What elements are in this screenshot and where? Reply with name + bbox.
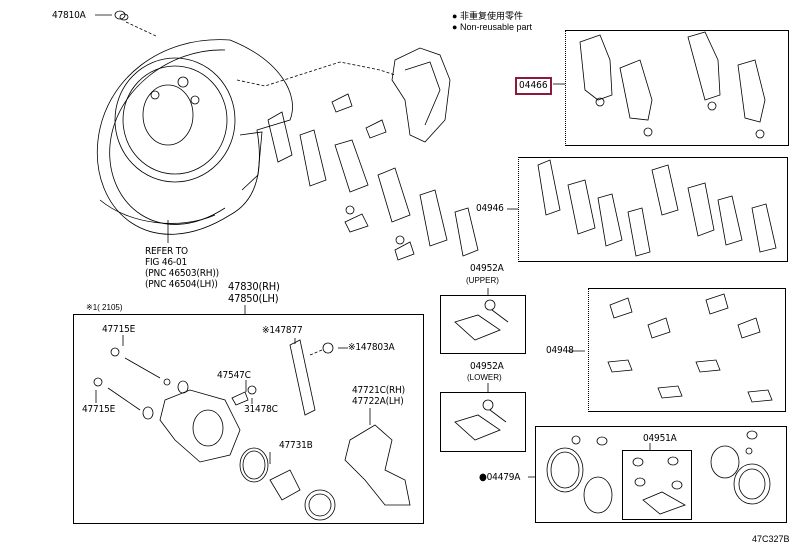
refer-to-line-3[interactable]: (PNC 46503(RH)) xyxy=(145,268,219,279)
bullet-icon: ● xyxy=(452,22,458,32)
part-label-04948[interactable]: 04948 xyxy=(546,345,574,356)
part-label-47547C[interactable]: 47547C xyxy=(217,370,251,381)
clip-kit-box-04948 xyxy=(588,288,786,412)
sub-kit-box-04951A xyxy=(622,450,692,520)
caliper-kit-drawing xyxy=(93,339,411,521)
part-label-04951A[interactable]: 04951A xyxy=(643,433,677,444)
part-label-47850[interactable]: 47850(LH) xyxy=(228,292,279,305)
04479A-kit-drawing xyxy=(546,430,771,515)
part-label-47810A[interactable]: 47810A xyxy=(52,10,86,21)
part-label-04466-highlighted[interactable]: 04466 xyxy=(515,77,552,95)
part-label-47715E-top[interactable]: 47715E xyxy=(102,324,136,335)
pad-kit-box-04466 xyxy=(565,30,789,146)
caliper-drawing-top xyxy=(236,47,451,143)
legend-item-non-reusable-en: ● Non-reusable part xyxy=(452,22,532,32)
leader-lines xyxy=(95,83,651,478)
part-label-04479A[interactable]: ●04479A xyxy=(479,472,521,483)
refer-to-line-2[interactable]: FIG 46-01 xyxy=(145,257,187,268)
shim-kit-box-04946 xyxy=(518,157,788,262)
non-reusable-bullet-icon: ● xyxy=(479,472,487,483)
upper-note: (UPPER) xyxy=(466,276,499,285)
part-label-147877[interactable]: ※147877 xyxy=(262,325,303,336)
diagram-code: 47C327B xyxy=(752,534,790,544)
backing-plate-drawing xyxy=(95,10,293,243)
refer-to-line-1: REFER TO xyxy=(145,246,188,257)
lower-note: (LOWER) xyxy=(467,373,502,382)
part-label-04946[interactable]: 04946 xyxy=(476,203,504,214)
part-label-147803A[interactable]: ※147803A xyxy=(348,342,395,353)
footnote-mark: ※1( 2105) xyxy=(86,303,123,312)
boot-kit-box-upper xyxy=(440,295,526,354)
part-label-47830[interactable]: 47830(RH) xyxy=(228,280,280,293)
pads-shims-drawing xyxy=(267,93,479,261)
boot-kit-box-lower xyxy=(440,392,526,452)
04948-clips-drawing xyxy=(607,293,773,403)
04952A-drawing xyxy=(454,299,509,441)
04946-shims-drawing xyxy=(537,159,777,257)
part-label-47731B[interactable]: 47731B xyxy=(279,440,313,451)
cylinder-kit-box-04479A xyxy=(535,426,787,523)
part-label-47721C[interactable]: 47721C(RH) xyxy=(352,385,405,396)
04466-pads-drawing xyxy=(579,31,766,139)
part-label-04952A-upper[interactable]: 04952A xyxy=(470,263,504,274)
part-label-47715E-bottom[interactable]: 47715E xyxy=(82,404,116,415)
legend-item-non-reusable-cn: ● 非重复使用零件 xyxy=(452,11,523,21)
caliper-kit-box xyxy=(73,314,424,524)
part-label-47722A[interactable]: 47722A(LH) xyxy=(352,396,404,407)
part-label-04952A-lower[interactable]: 04952A xyxy=(470,361,504,372)
part-label-31478C[interactable]: 31478C xyxy=(244,404,278,415)
bullet-icon: ● xyxy=(452,11,458,21)
refer-to-line-4[interactable]: (PNC 46504(LH)) xyxy=(145,279,218,290)
